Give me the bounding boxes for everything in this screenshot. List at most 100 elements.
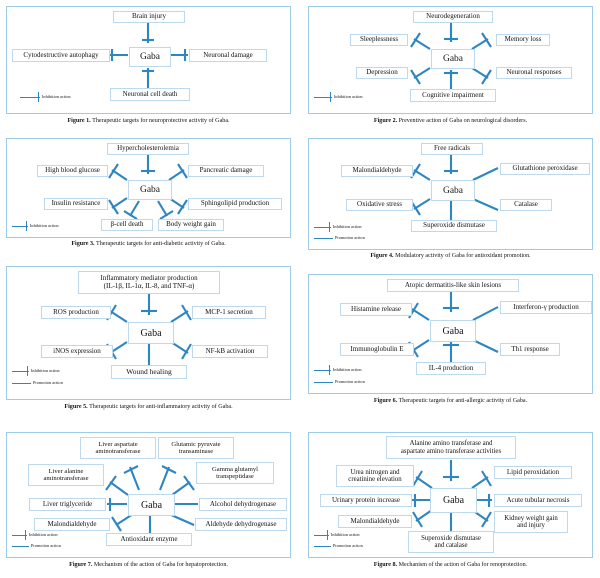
figure-7: Liver aspartate aminotransferase Glutami… <box>6 432 291 568</box>
figure-6-caption-text: Therapeutic targets for anti-allergic ac… <box>398 398 528 404</box>
node-alanine-aspartate-transferase-activities[interactable]: Alanine amino transferase and aspartate … <box>386 436 516 459</box>
node-histamine-release[interactable]: Histamine release <box>340 303 412 316</box>
figure-5: Inflammatory mediator production (IL-1β,… <box>6 266 291 410</box>
node-inos-expression[interactable]: iNOS expression <box>41 345 113 358</box>
node-memory-loss[interactable]: Memory loss <box>496 34 550 46</box>
node-depression[interactable]: Depression <box>356 67 408 79</box>
legend-inhibition-bar <box>329 222 330 232</box>
node-th1-response[interactable]: Th1 response <box>500 343 560 356</box>
legend-inhibition-icon <box>314 370 331 371</box>
node-cognitive-impairment[interactable]: Cognitive impairment <box>410 89 496 102</box>
figure-6-caption: Figure 6. Therapeutic targets for anti-a… <box>308 398 593 404</box>
legend-inhibition-icon <box>314 227 331 228</box>
node-liver-alanine-aminotransferase[interactable]: Liver alanine aminotransferase <box>28 464 104 486</box>
legend-promotion-icon <box>314 238 333 239</box>
node-pancreatic-damage[interactable]: Pancreatic damage <box>188 165 264 177</box>
node-insulin-resistance[interactable]: Insulin resistance <box>44 198 108 210</box>
figure-6: Atopic dermatitis-like skin lesions Hist… <box>308 274 593 404</box>
node-kidney-weight-gain-injury[interactable]: Kidney weight gain and injury <box>494 511 568 533</box>
figure-7-caption-text: Mechanism of the action of Gaba for hepa… <box>93 562 228 568</box>
node-aldehyde-dehydrogenase[interactable]: Aldehyde dehydrogenase <box>195 518 287 531</box>
node-gamma-glutamyl-transpeptidase[interactable]: Gamma glutamyl transpeptidase <box>196 462 274 484</box>
legend-inhibition-icon <box>12 535 27 536</box>
legend-inhibition-label: Inhibition action <box>333 367 362 372</box>
node-interferon-gamma-production[interactable]: Interferon-γ production <box>500 301 592 314</box>
node-antioxidant-enzyme[interactable]: Antioxidant enzyme <box>106 533 192 546</box>
node-sphingolipid-production[interactable]: Sphingolipid production <box>188 198 282 210</box>
legend-inhibition-icon <box>12 371 29 372</box>
figure-5-number: Figure 5. <box>64 404 88 410</box>
legend-inhibition-label: Inhibition action <box>30 223 59 228</box>
node-neuronal-damage[interactable]: Neuronal damage <box>189 49 267 62</box>
node-superoxide-dismutase-catalase[interactable]: Superoxide dismutase and catalase <box>408 531 494 553</box>
node-wound-healing[interactable]: Wound healing <box>111 365 187 379</box>
legend-inhibition-icon <box>12 226 28 227</box>
figure-4-caption: Figure 4. Modulatory activity of Gaba fo… <box>308 253 593 259</box>
figure-5-caption: Figure 5. Therapeutic targets for anti-i… <box>6 404 291 410</box>
figure-2-caption: Figure 2. Preventive action of Gaba on n… <box>308 118 593 124</box>
node-acute-tubular-necrosis[interactable]: Acute tubular necrosis <box>494 494 582 507</box>
figure-1-number: Figure 1. <box>67 118 91 124</box>
legend-inhibition-icon <box>314 535 329 536</box>
node-neurodegeneration[interactable]: Neurodegeneration <box>413 11 493 23</box>
node-lipid-peroxidation[interactable]: Lipid peroxidation <box>494 466 572 479</box>
node-oxidative-stress[interactable]: Oxidative stress <box>346 199 413 211</box>
figure-7-caption: Figure 7. Mechanism of the action of Gab… <box>6 562 291 568</box>
legend-inhibition-label: Inhibition action <box>333 224 362 229</box>
legend-inhibition-icon <box>20 97 40 98</box>
node-il-4-production[interactable]: IL-4 production <box>416 362 486 375</box>
center-node-gaba[interactable]: Gaba <box>129 47 171 67</box>
node-catalase[interactable]: Catalase <box>500 199 552 211</box>
center-node-gaba[interactable]: Gaba <box>128 494 175 516</box>
node-malondialdehyde[interactable]: Malondialdehyde <box>341 165 413 177</box>
figure-6-number: Figure 6. <box>373 398 398 404</box>
node-nf-kb-activation[interactable]: NF-kB activation <box>192 345 268 358</box>
figure-3-caption-text: Therapeutic targets for anti-diabetic ac… <box>96 241 226 247</box>
node-glutamic-pyruvate-transaminase[interactable]: Glutamic pyruvate transaminase <box>158 437 234 459</box>
node-urea-nitrogen-creatinine-elevation[interactable]: Urea nitrogen and creatinine elevation <box>336 465 414 487</box>
legend-inhibition-bar <box>27 366 28 376</box>
node-hypercholesterolemia[interactable]: Hypercholesterolemia <box>107 143 189 155</box>
node-sleeplessness[interactable]: Sleeplessness <box>350 34 408 46</box>
node-immunoglobulin-e[interactable]: Immunoglobulin E <box>340 343 414 356</box>
node-high-blood-glucose[interactable]: High blood glucose <box>37 165 108 177</box>
legend-promotion-icon <box>314 382 333 383</box>
legend-inhibition-bar <box>26 221 27 231</box>
node-inflammatory-mediator-production[interactable]: Inflammatory mediator production (IL-1β,… <box>78 271 220 294</box>
node-alcohol-dehydrogenase[interactable]: Alcohol dehydrogenase <box>199 498 287 511</box>
figure-5-caption-text: Therapeutic targets for anti-inflammator… <box>89 404 233 410</box>
legend-inhibition-bar <box>330 92 331 102</box>
node-glutathione-peroxidase[interactable]: Glutathione peroxidase <box>500 163 590 175</box>
center-node-gaba[interactable]: Gaba <box>431 180 475 201</box>
figure-4-number: Figure 4. <box>370 253 394 259</box>
node-cytodestructive-autophagy[interactable]: Cytodestructive autophagy <box>12 49 110 62</box>
figure-8: Alanine amino transferase and aspartate … <box>308 432 593 568</box>
node-liver-triglyceride[interactable]: Liver triglyceride <box>29 498 106 511</box>
node-neuronal-responses[interactable]: Neuronal responses <box>496 67 572 79</box>
node-malondialdehyde[interactable]: Malondialdehyde <box>338 515 412 528</box>
node-mcp-1-secretion[interactable]: MCP-1 secretion <box>192 306 266 319</box>
node-atopic-dermatitis-skin-lesions[interactable]: Atopic dermatitis-like skin lesions <box>387 279 519 292</box>
center-node-gaba[interactable]: Gaba <box>430 320 476 342</box>
node-neuronal-cell-death[interactable]: Neuronal cell death <box>110 88 190 101</box>
legend-promotion-label: Promotion action <box>335 235 365 240</box>
legend-inhibition-label: Inhibition action <box>31 368 60 373</box>
figure-2: Neurodegeneration Sleeplessness Memory l… <box>308 6 593 124</box>
figure-2-caption-text: Preventive action of Gaba on neurologica… <box>398 118 528 124</box>
node-body-weight-gain[interactable]: Body weight gain <box>158 219 224 231</box>
center-node-gaba[interactable]: Gaba <box>430 488 477 513</box>
node-brain-injury[interactable]: Brain injury <box>113 11 185 23</box>
figure-3: Hypercholesterolemia High blood glucose … <box>6 138 291 247</box>
center-node-gaba[interactable]: Gaba <box>128 322 174 344</box>
node-malondialdehyde[interactable]: Malondialdehyde <box>34 518 110 531</box>
node-beta-cell-death[interactable]: β-cell death <box>101 219 153 231</box>
node-ros-production[interactable]: ROS production <box>41 306 111 319</box>
center-node-gaba[interactable]: Gaba <box>128 180 172 200</box>
node-superoxide-dismutase[interactable]: Superoxide dismutase <box>411 220 497 232</box>
node-free-radicals[interactable]: Free radicals <box>421 143 483 155</box>
center-node-gaba[interactable]: Gaba <box>431 49 475 69</box>
figure-4-caption-text: Modulatory activity of Gaba for antioxid… <box>395 253 531 259</box>
node-liver-aspartate-aminotransferase[interactable]: Liver aspartate aminotransferase <box>80 437 156 459</box>
node-urinary-protein-increase[interactable]: Urinary protein increase <box>320 494 412 507</box>
legend-inhibition-icon <box>314 97 332 98</box>
